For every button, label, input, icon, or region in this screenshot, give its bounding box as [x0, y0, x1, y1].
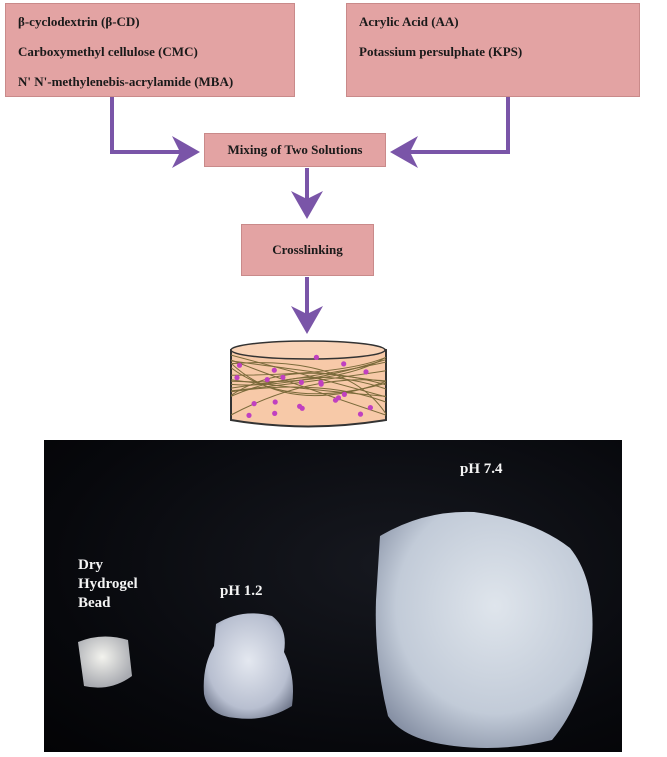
- reagents-box-right: Acrylic Acid (AA) Potassium persulphate …: [346, 3, 640, 97]
- arrow-left-to-mixing: [110, 97, 200, 168]
- crosslinking-step-label: Crosslinking: [272, 242, 343, 257]
- ph-low-bead-shape: [203, 613, 293, 719]
- dry-bead-shape: [78, 636, 132, 688]
- reagent-bcd: β-cyclodextrin (β-CD): [18, 14, 140, 29]
- crosslink-node: [251, 401, 257, 407]
- polymer-chain: [231, 356, 386, 376]
- ph-high-bead-shape: [375, 511, 593, 748]
- crosslink-node: [272, 399, 278, 405]
- crosslink-node: [271, 367, 277, 373]
- mixing-step-label: Mixing of Two Solutions: [227, 142, 363, 157]
- crosslinking-step-box: Crosslinking: [241, 224, 374, 276]
- mixing-step-box: Mixing of Two Solutions: [204, 133, 386, 167]
- dry-bead-label: Dry Hydrogel Bead: [78, 557, 138, 611]
- crosslink-node: [363, 369, 369, 375]
- crosslink-node: [335, 395, 342, 401]
- crosslink-node: [280, 374, 286, 380]
- ph-high-label: pH 7.4: [460, 461, 503, 477]
- crosslink-node: [246, 412, 252, 418]
- crosslink-node: [318, 381, 324, 387]
- reagent-kps: Potassium persulphate (KPS): [359, 44, 523, 59]
- crosslink-node: [264, 377, 270, 383]
- crosslink-node: [341, 391, 347, 397]
- arrow-right-to-mixing: [390, 97, 510, 168]
- crosslink-node: [299, 405, 305, 411]
- flow-diagram: [110, 97, 510, 428]
- crosslink-node: [272, 410, 278, 416]
- polymer-chain: [231, 359, 386, 416]
- reagents-box-left: β-cyclodextrin (β-CD) Carboxymethyl cell…: [5, 3, 295, 97]
- polymer-chain: [231, 386, 386, 403]
- reagent-mba: N' N'-methylenebis-acrylamide (MBA): [18, 74, 234, 89]
- hydrogel-network-icon: [230, 340, 387, 428]
- bead-photo-drawing: [78, 511, 593, 748]
- crosslink-node: [313, 354, 319, 360]
- crosslink-node: [357, 411, 364, 417]
- ph-low-label: pH 1.2: [220, 583, 263, 599]
- polymer-chain: [231, 360, 386, 383]
- hydrogel-bead-photo: Dry Hydrogel Bead pH 1.2 pH 7.4: [44, 440, 622, 752]
- polymer-chain: [231, 367, 386, 395]
- crosslink-node: [367, 405, 373, 411]
- polymer-chain: [231, 361, 386, 389]
- crosslink-node: [234, 375, 240, 381]
- crosslink-node: [298, 379, 304, 385]
- crosslink-node: [236, 362, 243, 368]
- polymer-chain: [231, 354, 386, 398]
- polymer-chain: [231, 379, 386, 416]
- reagent-cmc: Carboxymethyl cellulose (CMC): [18, 44, 198, 59]
- reagent-aa: Acrylic Acid (AA): [359, 14, 459, 29]
- crosslink-node: [341, 361, 347, 367]
